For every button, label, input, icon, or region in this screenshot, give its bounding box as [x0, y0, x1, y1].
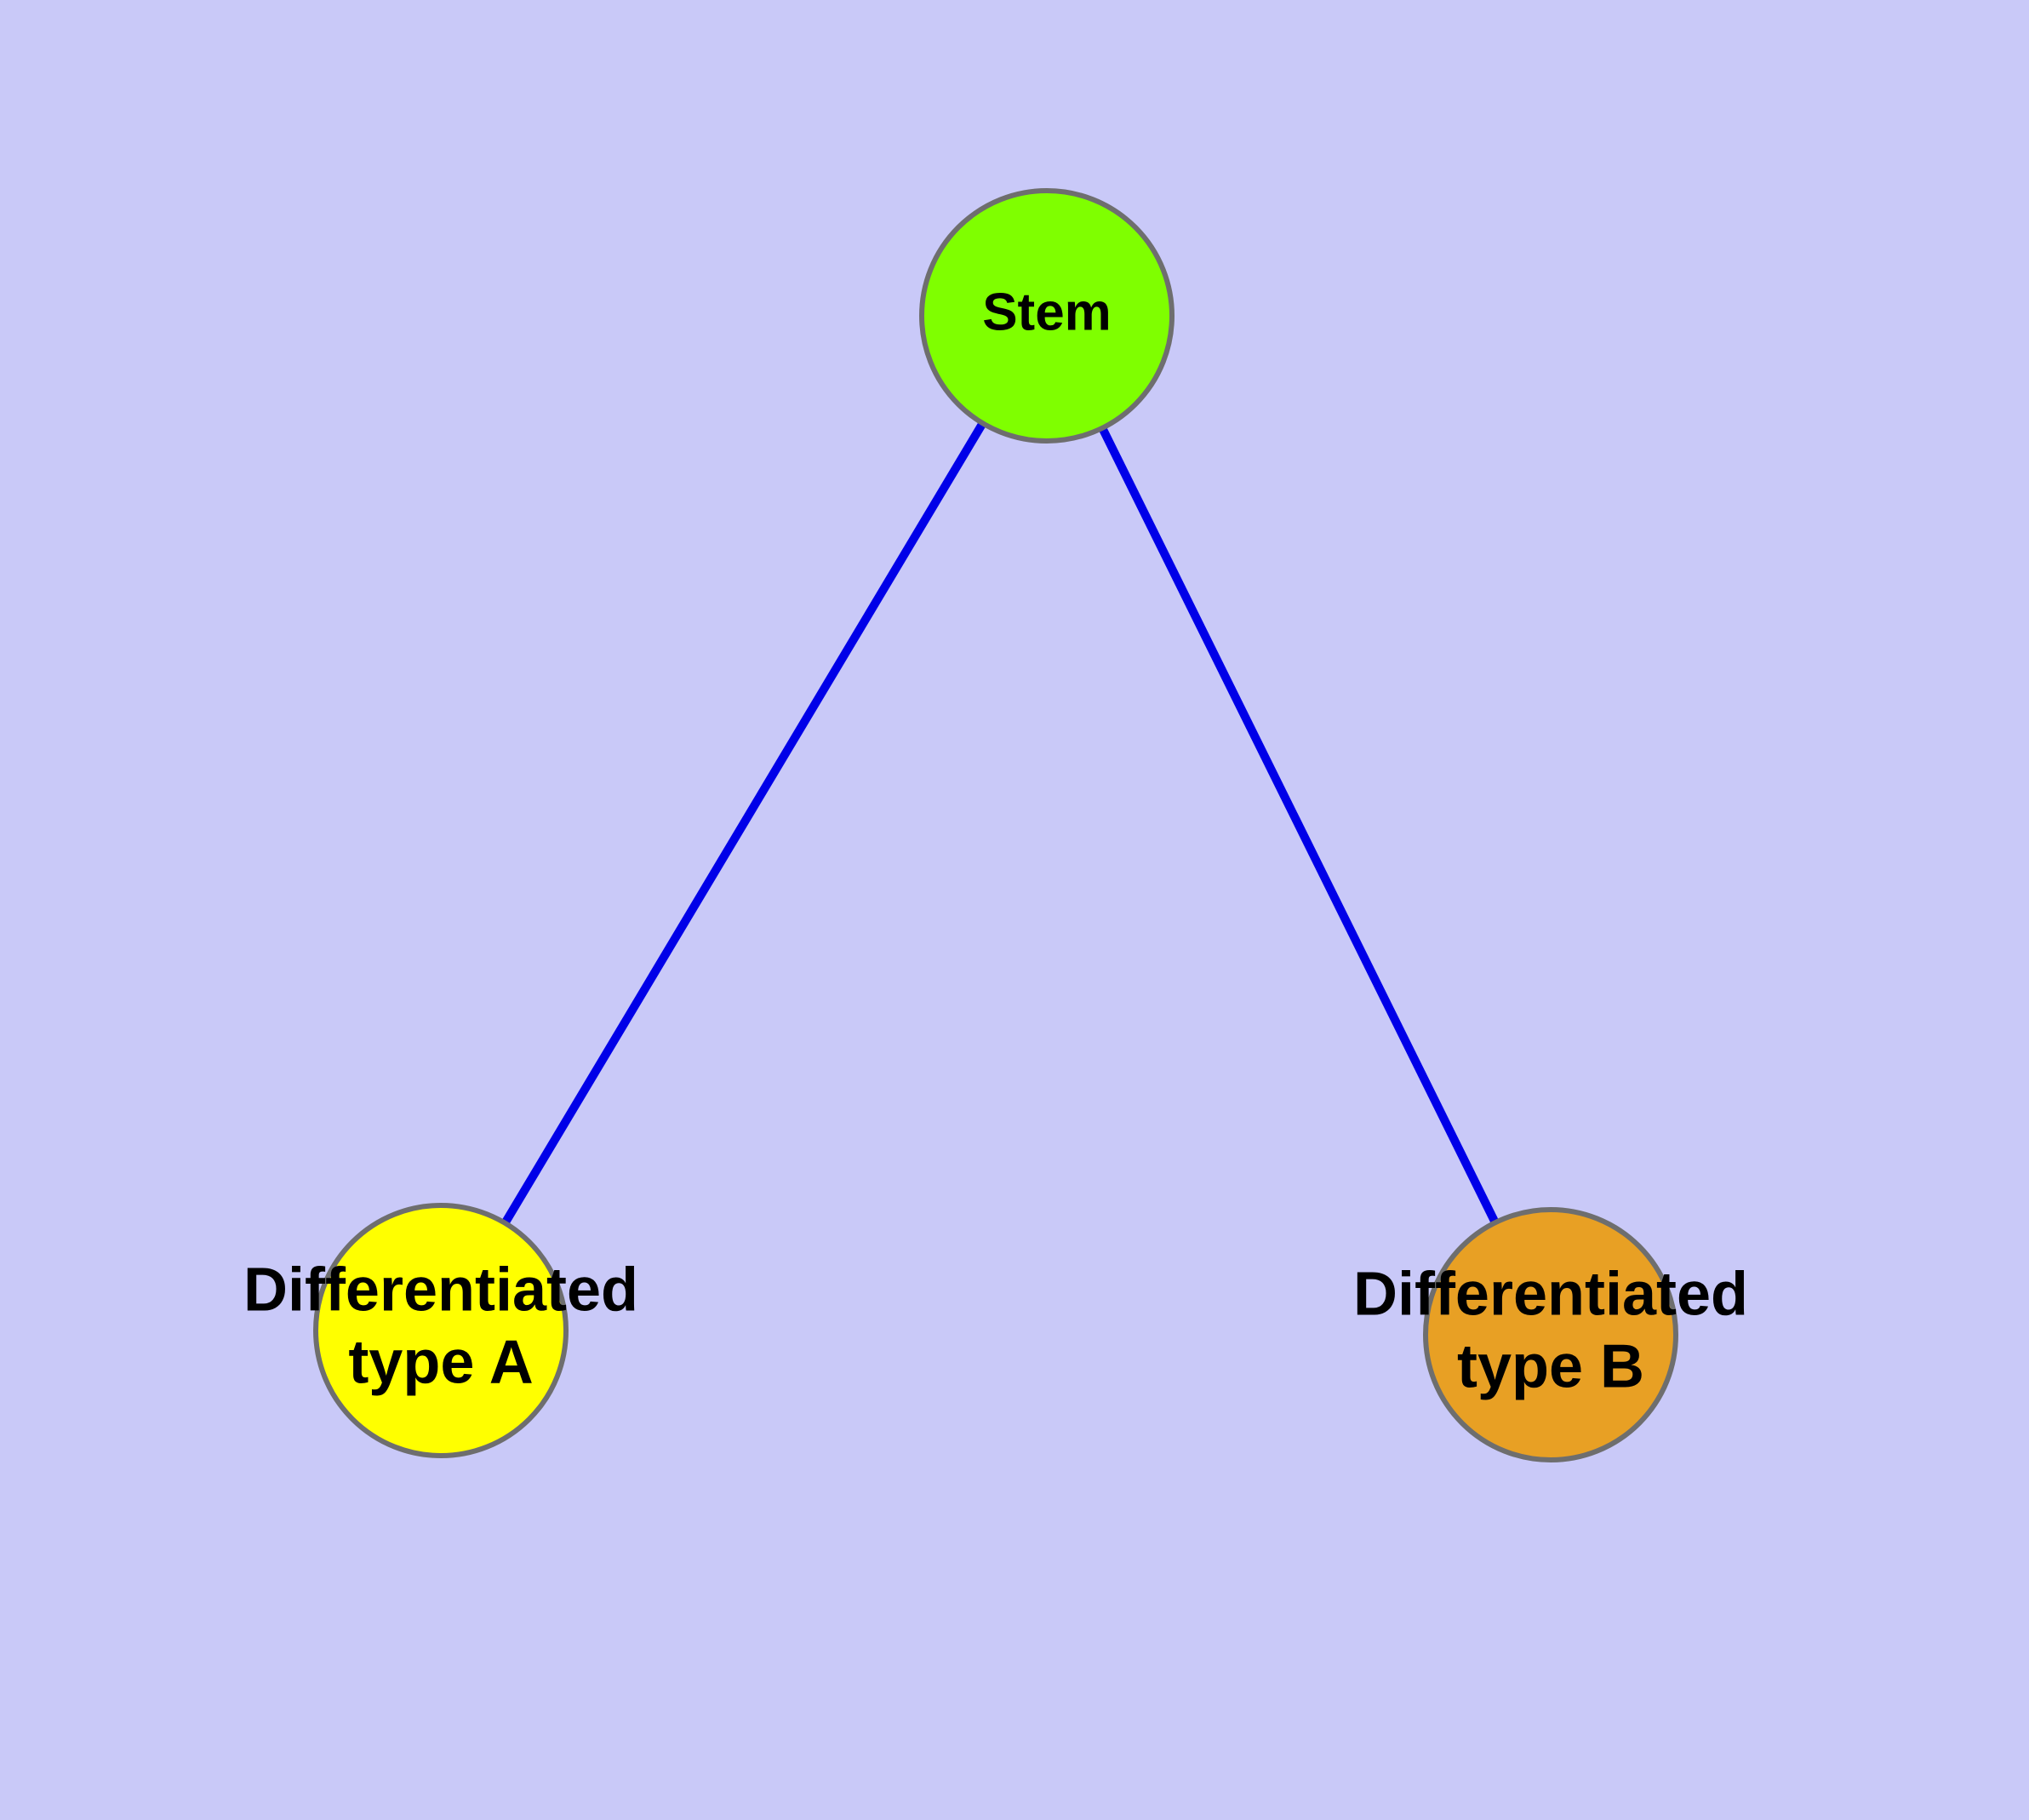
- node-label-differentiated-type-b-line1: Differentiated: [1353, 1261, 1748, 1329]
- node-circle-differentiated-type-b[interactable]: [1423, 1207, 1678, 1462]
- edge-stem-to-type-b[interactable]: [1043, 313, 1555, 1337]
- node-label-differentiated-type-a-line2: type A: [348, 1328, 533, 1396]
- edge-layer: [437, 313, 1555, 1337]
- node-circle-differentiated-type-a[interactable]: [313, 1203, 569, 1458]
- node-label-differentiated-type-a-line1: Differentiated: [243, 1256, 638, 1325]
- node-stem[interactable]: [919, 188, 1175, 444]
- label-layer: Stem Differentiated type A Differentiate…: [243, 283, 1748, 1400]
- node-label-stem: Stem: [982, 283, 1112, 341]
- edge-stem-to-type-a[interactable]: [437, 313, 1051, 1333]
- node-label-differentiated-type-b-line2: type B: [1457, 1332, 1644, 1400]
- node-circle-stem[interactable]: [919, 188, 1175, 444]
- node-differentiated-type-b[interactable]: [1423, 1207, 1678, 1462]
- node-differentiated-type-a[interactable]: [313, 1203, 569, 1458]
- node-layer: [313, 188, 1678, 1462]
